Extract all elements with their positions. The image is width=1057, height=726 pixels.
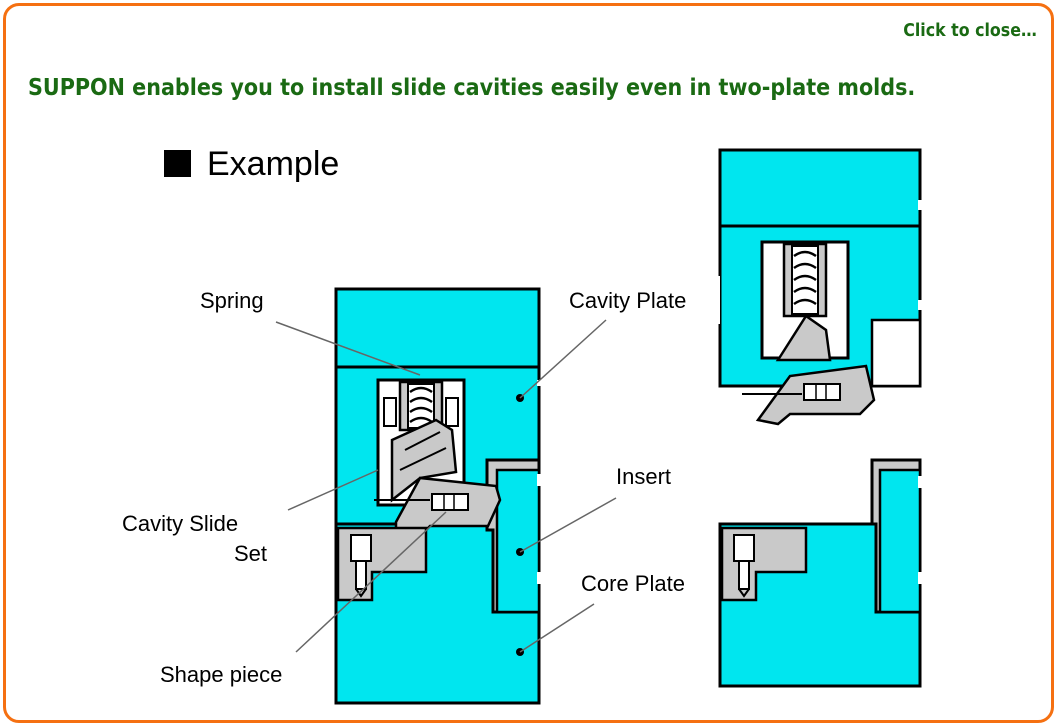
cavity-slide-open xyxy=(775,314,832,362)
mold-diagram: Example xyxy=(122,145,922,705)
cavity-plate-leader xyxy=(519,319,607,399)
insert-open xyxy=(878,468,922,614)
insert xyxy=(495,468,541,614)
mold-figure: Example xyxy=(104,138,934,713)
label-shape-piece: Shape piece xyxy=(160,662,282,687)
spring-leader xyxy=(275,321,421,376)
spring-open xyxy=(791,245,819,315)
bolt xyxy=(431,493,469,511)
shape-piece-leader xyxy=(295,511,447,653)
screw xyxy=(350,534,372,562)
headline: SUPPON enables you to install slide cavi… xyxy=(28,75,916,101)
insert-leader xyxy=(519,497,617,553)
label-cavity-slide: Cavity Slide xyxy=(122,511,238,536)
core-plate-leader xyxy=(519,603,595,653)
label-core-plate: Core Plate xyxy=(581,571,685,596)
cavity-slide-leader xyxy=(287,469,379,511)
label-spring: Spring xyxy=(200,288,264,313)
label-cavity-slide-set: Set xyxy=(234,541,267,566)
leader-lines xyxy=(275,319,617,653)
close-link[interactable]: Click to close… xyxy=(903,20,1037,41)
top-clamp-plate xyxy=(334,287,541,369)
label-insert: Insert xyxy=(616,464,671,489)
section-title: Example xyxy=(207,145,339,183)
title-square-icon xyxy=(164,150,191,177)
label-cavity-plate: Cavity Plate xyxy=(569,288,686,313)
open-mold xyxy=(700,148,922,688)
top-clamp-plate-open xyxy=(718,148,922,228)
closed-mold xyxy=(334,287,541,705)
spring xyxy=(407,383,435,429)
